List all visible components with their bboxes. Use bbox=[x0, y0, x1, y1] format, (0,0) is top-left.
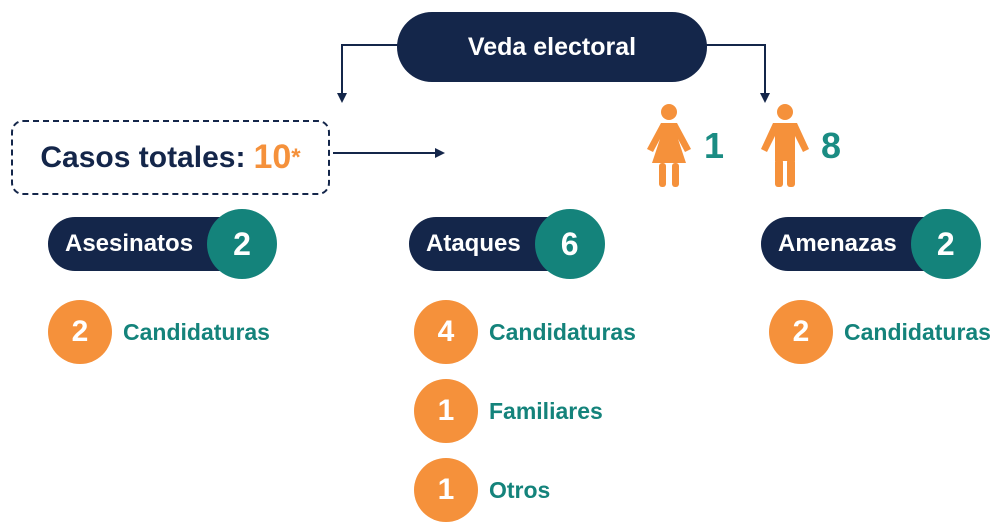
item-label: Candidaturas bbox=[844, 318, 991, 345]
item-count: 4 bbox=[437, 315, 455, 348]
category-count: 6 bbox=[560, 225, 579, 262]
item-count-badge: 2 bbox=[48, 300, 112, 364]
connector-right bbox=[706, 44, 770, 103]
list-item: 2 Candidaturas bbox=[48, 300, 270, 364]
item-label: Candidaturas bbox=[489, 318, 636, 345]
item-count-badge: 1 bbox=[414, 458, 478, 522]
connector-left bbox=[337, 44, 398, 103]
man-icon bbox=[761, 104, 809, 187]
category-label: Asesinatos bbox=[65, 230, 194, 257]
man-count: 8 bbox=[821, 125, 842, 166]
category-count: 2 bbox=[936, 225, 955, 262]
category-label: Amenazas bbox=[778, 230, 897, 257]
item-count: 2 bbox=[792, 315, 810, 348]
title-label: Veda electoral bbox=[467, 32, 637, 61]
item-count: 1 bbox=[437, 394, 455, 427]
category-asesinatos: Asesinatos 2 bbox=[48, 209, 278, 279]
item-label: Candidaturas bbox=[123, 318, 270, 345]
item-label: Familiares bbox=[489, 397, 603, 424]
gender-woman: 1 bbox=[644, 103, 724, 189]
category-count: 2 bbox=[233, 225, 251, 262]
item-count: 1 bbox=[437, 473, 455, 506]
category-label-pill: Amenazas bbox=[761, 217, 937, 271]
category-count-badge: 2 bbox=[910, 209, 981, 279]
category-label-pill: Asesinatos bbox=[48, 217, 234, 271]
category-ataques: Ataques 6 bbox=[409, 209, 605, 279]
list-item: 4 Candidaturas bbox=[414, 300, 636, 364]
woman-icon bbox=[647, 104, 691, 187]
category-count-badge: 2 bbox=[207, 209, 278, 279]
title-pill: Veda electoral bbox=[397, 12, 707, 82]
gender-man: 8 bbox=[759, 103, 841, 189]
woman-count: 1 bbox=[704, 125, 725, 166]
item-count: 2 bbox=[71, 315, 89, 348]
total-label: Casos totales: bbox=[40, 140, 246, 174]
category-amenazas: Amenazas 2 bbox=[761, 209, 981, 279]
item-count-badge: 2 bbox=[769, 300, 833, 364]
list-item: 1 Otros bbox=[414, 458, 550, 522]
item-count-badge: 4 bbox=[414, 300, 478, 364]
list-item: 2 Candidaturas bbox=[769, 300, 991, 364]
total-value: 10 bbox=[253, 138, 292, 176]
list-item: 1 Familiares bbox=[414, 379, 603, 443]
item-label: Otros bbox=[489, 476, 551, 503]
category-count-badge: 6 bbox=[534, 209, 605, 279]
category-label: Ataques bbox=[426, 230, 521, 257]
total-cases-box: Casos totales: 10 * bbox=[11, 120, 330, 195]
item-count-badge: 1 bbox=[414, 379, 478, 443]
